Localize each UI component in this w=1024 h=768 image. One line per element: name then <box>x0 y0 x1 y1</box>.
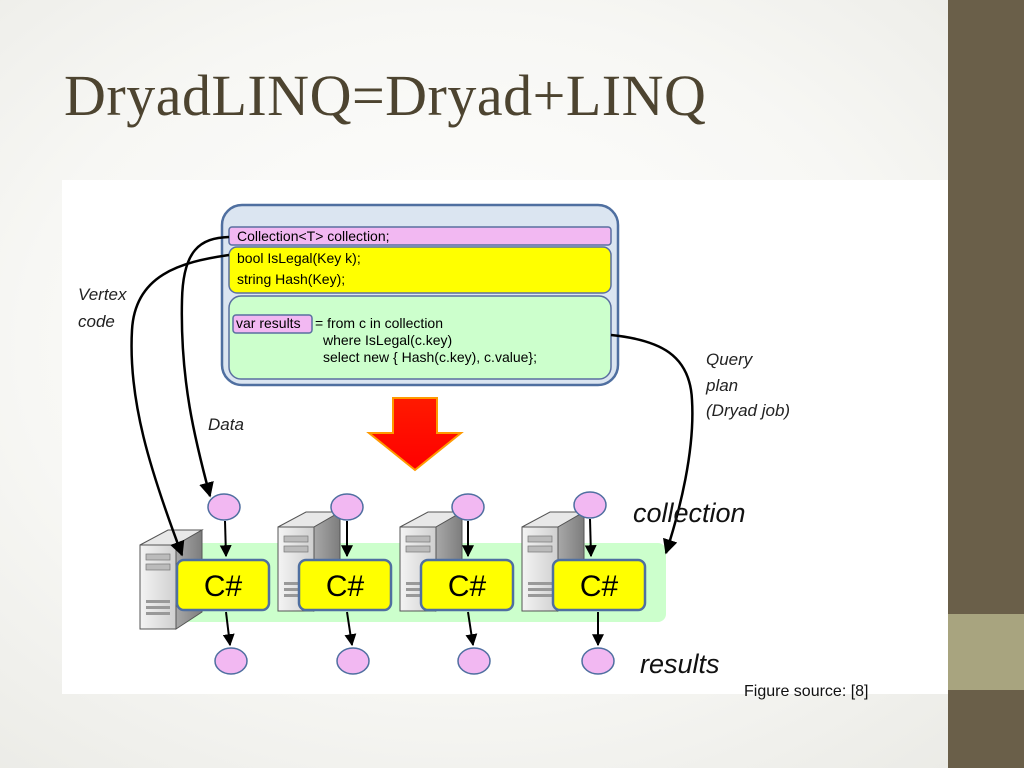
vertex-code-label: code <box>78 312 115 331</box>
collection-decl-text: Collection<T> collection; <box>237 228 390 244</box>
sidebar-accent-block <box>948 614 1024 690</box>
query-line-2: where IsLegal(c.key) <box>322 332 452 348</box>
input-partition <box>573 491 607 519</box>
var-results-text: var results <box>236 315 301 331</box>
svg-text:C#: C# <box>580 570 619 603</box>
vertex-csharp: C# <box>419 558 515 612</box>
vertex-code-arrow <box>130 253 230 557</box>
figure-caption: Figure source: [8] <box>744 683 869 700</box>
query-line-3: select new { Hash(c.key), c.value}; <box>323 349 537 365</box>
islegal-decl-text: bool IsLegal(Key k); <box>237 250 361 266</box>
result-partition <box>457 647 491 675</box>
slide-title: DryadLINQ=Dryad+LINQ <box>64 63 707 128</box>
svg-text:C#: C# <box>204 570 243 603</box>
query-plan-arrow <box>610 333 694 555</box>
hash-decl-text: string Hash(Key); <box>237 271 345 287</box>
query-box <box>228 295 612 380</box>
input-partition <box>451 493 485 521</box>
input-partition <box>207 493 241 521</box>
input-partition <box>330 493 364 521</box>
collection-decl-box <box>228 226 612 246</box>
data-arrow <box>180 235 230 498</box>
data-label: Data <box>208 415 244 434</box>
vertex-code-label: Vertex <box>78 285 127 304</box>
query-plan-label: (Dryad job) <box>706 401 790 420</box>
results-label: results <box>640 649 720 679</box>
query-line-1: = from c in collection <box>315 315 443 331</box>
svg-text:C#: C# <box>326 570 365 603</box>
var-results-box <box>232 314 313 334</box>
code-box: Collection<T> collection; bool IsLegal(K… <box>220 203 620 387</box>
function-decl-box <box>228 246 612 294</box>
input-arrows <box>219 518 597 558</box>
vertex-csharp: C# <box>551 558 647 612</box>
red-down-arrow <box>366 397 464 472</box>
output-arrows <box>222 611 604 647</box>
vertex-csharp: C# <box>297 558 393 612</box>
result-partition <box>214 647 248 675</box>
svg-text:C#: C# <box>448 570 487 603</box>
collection-label: collection <box>633 498 746 528</box>
result-partition <box>581 647 615 675</box>
result-partition <box>336 647 370 675</box>
vertex-csharp: C# <box>175 558 271 612</box>
query-plan-label: plan <box>705 376 738 395</box>
query-plan-label: Query <box>706 350 754 369</box>
